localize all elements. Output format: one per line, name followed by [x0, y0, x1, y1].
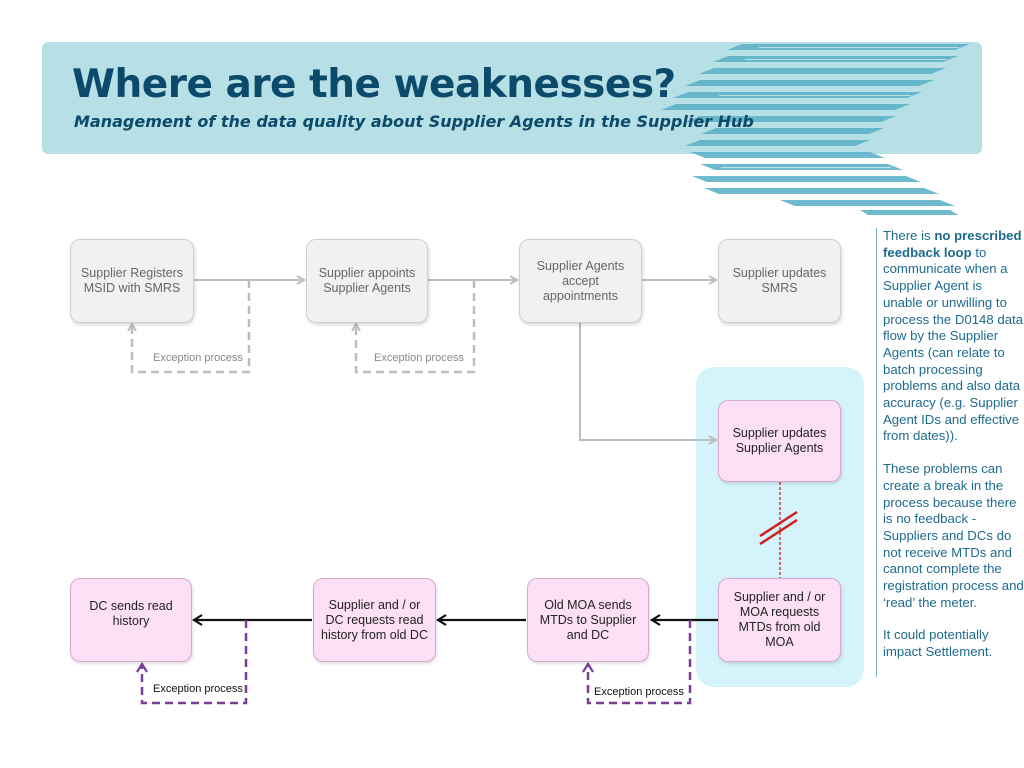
step-supplier-registers-msid: Supplier Registers MSID with SMRS: [70, 239, 194, 323]
sidebar-paragraph-2: These problems can create a break in the…: [883, 461, 1024, 610]
exception-label-1: Exception process: [153, 352, 243, 364]
step-label: DC sends read history: [89, 599, 173, 628]
step-label: Supplier and / or MOA requests MTDs from…: [733, 590, 826, 649]
exception-loop-3: [582, 620, 692, 705]
step-old-moa-sends-mtds: Old MOA sends MTDs to Supplier and DC: [527, 578, 649, 662]
exception-loop-2: [356, 280, 476, 374]
page-subtitle: Management of the data quality about Sup…: [74, 112, 754, 131]
explanation-sidebar: There is no prescribed feedback loop to …: [876, 228, 1024, 677]
exception-loop-1: [132, 280, 251, 374]
step-dc-sends-read-history: DC sends read history: [70, 578, 192, 662]
exception-loop-4: [136, 620, 248, 705]
step-label: Supplier and / or DC requests read histo…: [321, 597, 428, 642]
break-mark-2: [759, 518, 798, 546]
step-requests-mtds-old-moa: Supplier and / or MOA requests MTDs from…: [718, 578, 841, 662]
exception-label-3: Exception process: [594, 686, 684, 698]
break-mark-1: [759, 510, 798, 538]
step-supplier-updates-agents: Supplier updates Supplier Agents: [718, 400, 841, 482]
step-label: Supplier updates SMRS: [732, 266, 827, 295]
page-title: Where are the weaknesses?: [72, 62, 676, 107]
step-label: Supplier updates Supplier Agents: [732, 426, 827, 455]
step-label: Supplier Agents accept appointments: [536, 258, 625, 303]
step-supplier-updates-smrs: Supplier updates SMRS: [718, 239, 841, 323]
sidebar-paragraph-1: There is no prescribed feedback loop to …: [883, 228, 1024, 444]
step-label: Supplier appoints Supplier Agents: [318, 266, 416, 295]
exception-label-2: Exception process: [374, 352, 464, 364]
arrow-b3-b5: [579, 322, 716, 440]
step-requests-read-history: Supplier and / or DC requests read histo…: [313, 578, 436, 662]
sidebar-paragraph-3: It could potentially impact Settlement.: [883, 627, 993, 660]
step-agents-accept-appointments: Supplier Agents accept appointments: [519, 239, 642, 323]
exception-label-4: Exception process: [153, 683, 243, 695]
sidebar-emphasis: no prescribed feedback loop: [883, 228, 1022, 260]
step-label: Old MOA sends MTDs to Supplier and DC: [539, 597, 637, 642]
step-supplier-appoints-agents: Supplier appoints Supplier Agents: [306, 239, 428, 323]
step-label: Supplier Registers MSID with SMRS: [80, 266, 184, 295]
